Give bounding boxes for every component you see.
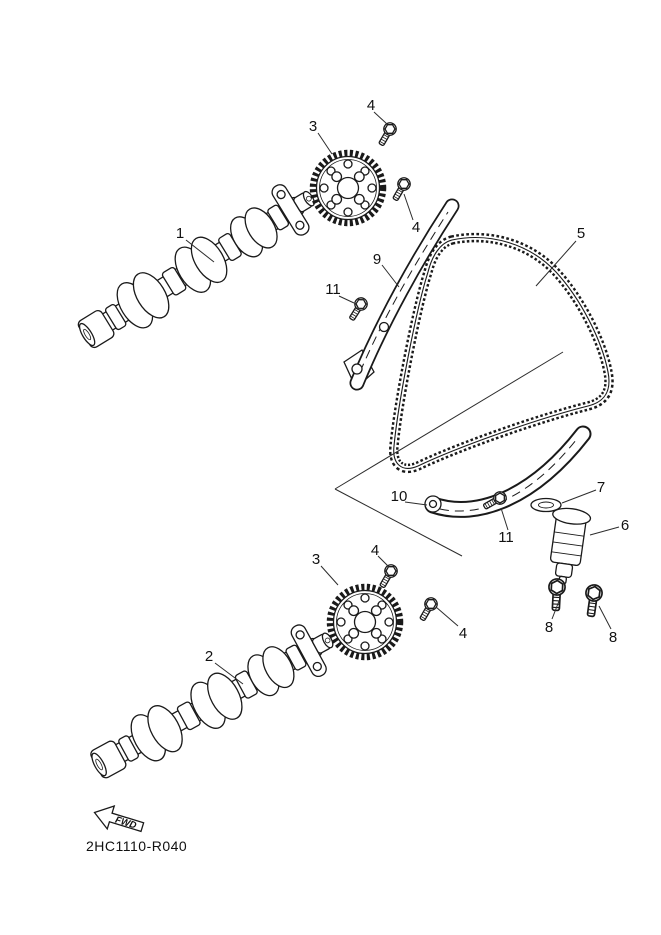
sprocket-upper (313, 153, 383, 223)
sprocket-lower (330, 587, 400, 657)
gasket (530, 497, 562, 513)
bolt-4-upper-b (388, 174, 414, 204)
callout-4-upper-b: 4 (412, 219, 420, 236)
callout-8-a: 8 (545, 619, 553, 636)
bolt-4-lower-b (415, 594, 441, 624)
callouts: 1 3 4 4 9 11 5 10 11 7 6 8 8 3 4 4 2 (176, 97, 629, 665)
chain-guide (343, 198, 460, 391)
diagram-code: 2HC1110-R040 (86, 838, 187, 854)
camshaft-1 (68, 172, 328, 362)
callout-4-lower-a: 4 (371, 542, 379, 559)
callout-6: 6 (621, 517, 629, 534)
callout-10: 10 (391, 488, 408, 505)
callout-4-upper-a: 4 (367, 97, 375, 114)
callout-11-lower: 11 (498, 529, 514, 546)
callout-9: 9 (373, 251, 381, 268)
callout-11-upper: 11 (325, 281, 341, 298)
bolt-11-upper (345, 294, 371, 324)
timing-chain (389, 232, 614, 474)
callout-4-lower-b: 4 (459, 625, 467, 642)
callout-2: 2 (205, 648, 213, 665)
fwd-label: FWD (114, 815, 138, 832)
bolt-8-b (581, 583, 604, 619)
chain-tensioner (549, 507, 592, 585)
callout-3-upper: 3 (309, 118, 317, 135)
callout-7: 7 (597, 479, 605, 496)
callout-5: 5 (577, 225, 585, 242)
callout-1: 1 (176, 225, 184, 242)
callout-8-b: 8 (609, 629, 617, 646)
callout-3-lower: 3 (312, 551, 320, 568)
fwd-arrow: FWD (93, 804, 145, 833)
camshaft-2 (81, 613, 346, 792)
leader-lines (185, 111, 620, 685)
bolt-4-upper-a (374, 119, 400, 149)
